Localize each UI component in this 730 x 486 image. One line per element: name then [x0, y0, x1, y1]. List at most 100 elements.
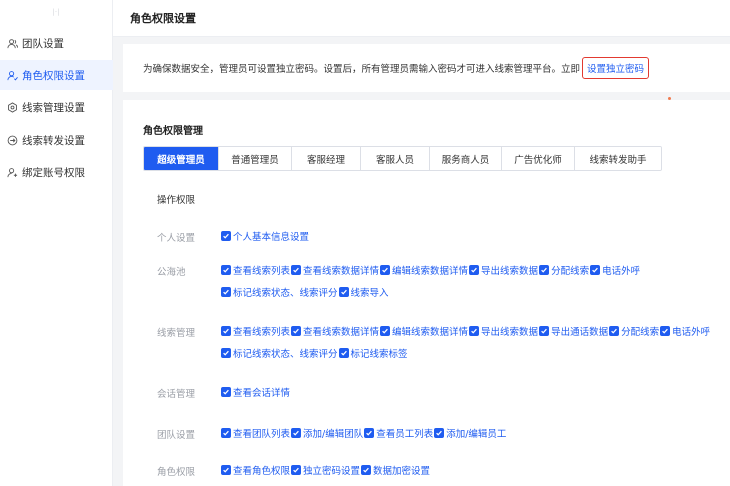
checkbox-checked-icon[interactable]	[291, 428, 302, 438]
permission-label: 数据加密设置	[373, 466, 431, 477]
permission-group-label: 团队设置	[157, 430, 196, 441]
permission-checkbox-item[interactable]: 查看员工列表	[364, 426, 433, 440]
tab-lead-forward-assistant[interactable]: 线索转发助手	[575, 147, 661, 170]
permission-checkbox-item[interactable]: 查看线索列表	[221, 324, 290, 338]
permission-checkbox-item[interactable]: 独立密码设置	[291, 463, 360, 477]
permission-checkbox-item[interactable]: 编辑线索数据详情	[380, 263, 468, 277]
checkbox-checked-icon[interactable]	[291, 265, 302, 275]
checkbox-checked-icon[interactable]	[539, 326, 550, 336]
permission-checkbox-item[interactable]: 导出线索数据	[469, 324, 538, 338]
permission-checkbox-item[interactable]: 导出通话数据	[539, 324, 608, 338]
permission-line: 查看会话详情	[221, 385, 291, 399]
password-notice: 为确保数据安全，管理员可设置独立密码。设置后，所有管理员需输入密码才可进入线索管…	[123, 44, 730, 92]
sidebar-item-label: 角色权限设置	[22, 69, 85, 82]
permission-checkbox-item[interactable]: 标记线索标签	[338, 346, 408, 360]
checkbox-checked-icon[interactable]	[380, 326, 391, 336]
tab-service-manager[interactable]: 客服经理	[292, 147, 361, 170]
sidebar-item-lead-forward-settings[interactable]: 线索转发设置	[0, 125, 113, 155]
set-independent-password-link[interactable]: 设置独立密码	[582, 57, 650, 79]
permission-group-label: 公海池	[157, 267, 186, 278]
notice-text: 为确保数据安全，管理员可设置独立密码。设置后，所有管理员需输入密码才可进入线索管…	[143, 64, 581, 75]
operation-permissions-heading: 操作权限	[157, 195, 196, 206]
permission-checkbox-item[interactable]: 查看角色权限	[221, 463, 290, 477]
permission-checkbox-item[interactable]: 添加/编辑员工	[434, 426, 506, 440]
checkbox-checked-icon[interactable]	[221, 348, 231, 358]
permission-checkbox-item[interactable]: 查看会话详情	[221, 385, 290, 399]
sidebar-item-bind-account-permissions[interactable]: 绑定账号权限	[0, 157, 113, 187]
permission-line: 标记线索状态、线索评分标记线索标签	[221, 346, 409, 360]
permission-label: 标记线索状态、线索评分	[233, 288, 338, 299]
checkbox-checked-icon[interactable]	[660, 326, 671, 336]
checkbox-checked-icon[interactable]	[291, 465, 302, 475]
permission-line: 查看线索列表 查看线索数据详情 编辑线索数据详情 导出线索数据导出通话数据分配线索 电话…	[221, 324, 711, 338]
sidebar-item-label: 线索管理设置	[22, 101, 85, 114]
permission-checkbox-item[interactable]: 电话外呼	[660, 324, 710, 338]
permission-label: 查看线索列表	[233, 266, 291, 277]
checkbox-checked-icon[interactable]	[609, 326, 620, 336]
permission-label: 导出线索数据	[481, 327, 539, 338]
checkbox-checked-icon[interactable]	[338, 348, 349, 358]
permission-group-label: 个人设置	[157, 233, 196, 244]
permission-checkbox-item[interactable]: 数据加密设置	[361, 463, 430, 477]
permission-group-label: 线索管理	[157, 328, 196, 339]
checkbox-checked-icon[interactable]	[590, 265, 601, 275]
panel-title: 角色权限管理	[143, 126, 203, 137]
permission-checkbox-item[interactable]: 线索导入	[338, 285, 389, 299]
permission-label: 导出线索数据	[481, 266, 539, 277]
role-permission-panel: 角色权限管理 超级管理员 普通管理员 客服经理 客服人员 服务商人员 广告优化师…	[123, 100, 730, 486]
permission-label: 电话外呼	[602, 266, 641, 277]
permission-checkbox-item[interactable]: 添加/编辑团队	[291, 426, 363, 440]
permission-checkbox-item[interactable]: 导出线索数据	[469, 263, 538, 277]
role-tabs: 超级管理员 普通管理员 客服经理 客服人员 服务商人员 广告优化师 线索转发助手	[143, 146, 662, 171]
tab-service-staff[interactable]: 客服人员	[361, 147, 430, 170]
permission-label: 查看会话详情	[233, 388, 291, 399]
checkbox-checked-icon[interactable]	[221, 428, 231, 438]
permission-checkbox-item[interactable]: 查看团队列表	[221, 426, 290, 440]
permission-checkbox-item[interactable]: 分配线索	[539, 263, 589, 277]
permission-checkbox-item[interactable]: 查看线索数据详情	[291, 324, 379, 338]
checkbox-checked-icon[interactable]	[221, 287, 231, 297]
permission-line: 查看线索列表查看线索数据详情编辑线索数据详情 导出线索数据 分配线索 电话外呼	[221, 263, 641, 277]
permission-label: 线索导入	[350, 288, 389, 299]
permission-checkbox-item[interactable]: 电话外呼	[590, 263, 640, 277]
permission-checkbox-item[interactable]: 个人基本信息设置	[221, 229, 309, 243]
sidebar-item-role-permissions[interactable]: 角色权限设置	[0, 60, 113, 90]
checkbox-checked-icon[interactable]	[469, 265, 480, 275]
permission-checkbox-item[interactable]: 查看线索数据详情	[291, 263, 379, 277]
checkbox-checked-icon[interactable]	[221, 465, 231, 475]
sidebar-item-label: 团队设置	[22, 37, 64, 50]
permission-label: 独立密码设置	[303, 466, 361, 477]
checkbox-checked-icon[interactable]	[364, 428, 375, 438]
sidebar: |·| 团队设置 角色权限设置 线索管理设置 线索转发设置 绑定账号权限	[0, 0, 113, 486]
sidebar-item-lead-management-settings[interactable]: 线索管理设置	[0, 92, 113, 122]
checkbox-checked-icon[interactable]	[380, 265, 391, 275]
permission-label: 电话外呼	[672, 327, 711, 338]
tab-normal-admin[interactable]: 普通管理员	[219, 147, 292, 170]
permission-label: 编辑线索数据详情	[392, 327, 469, 338]
permission-checkbox-item[interactable]: 查看线索列表	[221, 263, 290, 277]
checkbox-checked-icon[interactable]	[469, 326, 480, 336]
permission-label: 查看团队列表	[233, 429, 291, 440]
checkbox-checked-icon[interactable]	[221, 265, 231, 275]
permission-group-label: 角色权限	[157, 467, 196, 478]
checkbox-checked-icon[interactable]	[221, 387, 231, 397]
permission-label: 分配线索	[551, 266, 590, 277]
checkbox-checked-icon[interactable]	[291, 326, 302, 336]
permission-checkbox-item[interactable]: 分配线索	[609, 324, 659, 338]
checkbox-checked-icon[interactable]	[221, 326, 231, 336]
checkbox-checked-icon[interactable]	[338, 287, 349, 297]
permission-checkbox-item[interactable]: 标记线索状态、线索评分	[221, 285, 338, 299]
checkbox-checked-icon[interactable]	[434, 428, 445, 438]
tab-super-admin[interactable]: 超级管理员	[144, 147, 219, 170]
tab-provider-staff[interactable]: 服务商人员	[430, 147, 502, 170]
checkbox-checked-icon[interactable]	[361, 465, 372, 475]
sidebar-item-team-settings[interactable]: 团队设置	[0, 28, 113, 58]
sidebar-item-label: 绑定账号权限	[22, 166, 85, 179]
permission-checkbox-item[interactable]: 编辑线索数据详情	[380, 324, 468, 338]
permission-checkbox-item[interactable]: 标记线索状态、线索评分	[221, 346, 338, 360]
checkbox-checked-icon[interactable]	[221, 231, 231, 241]
tab-ad-optimizer[interactable]: 广告优化师	[502, 147, 575, 170]
permission-label: 查看线索数据详情	[303, 327, 380, 338]
checkbox-checked-icon[interactable]	[539, 265, 550, 275]
permission-label: 查看线索列表	[233, 327, 291, 338]
